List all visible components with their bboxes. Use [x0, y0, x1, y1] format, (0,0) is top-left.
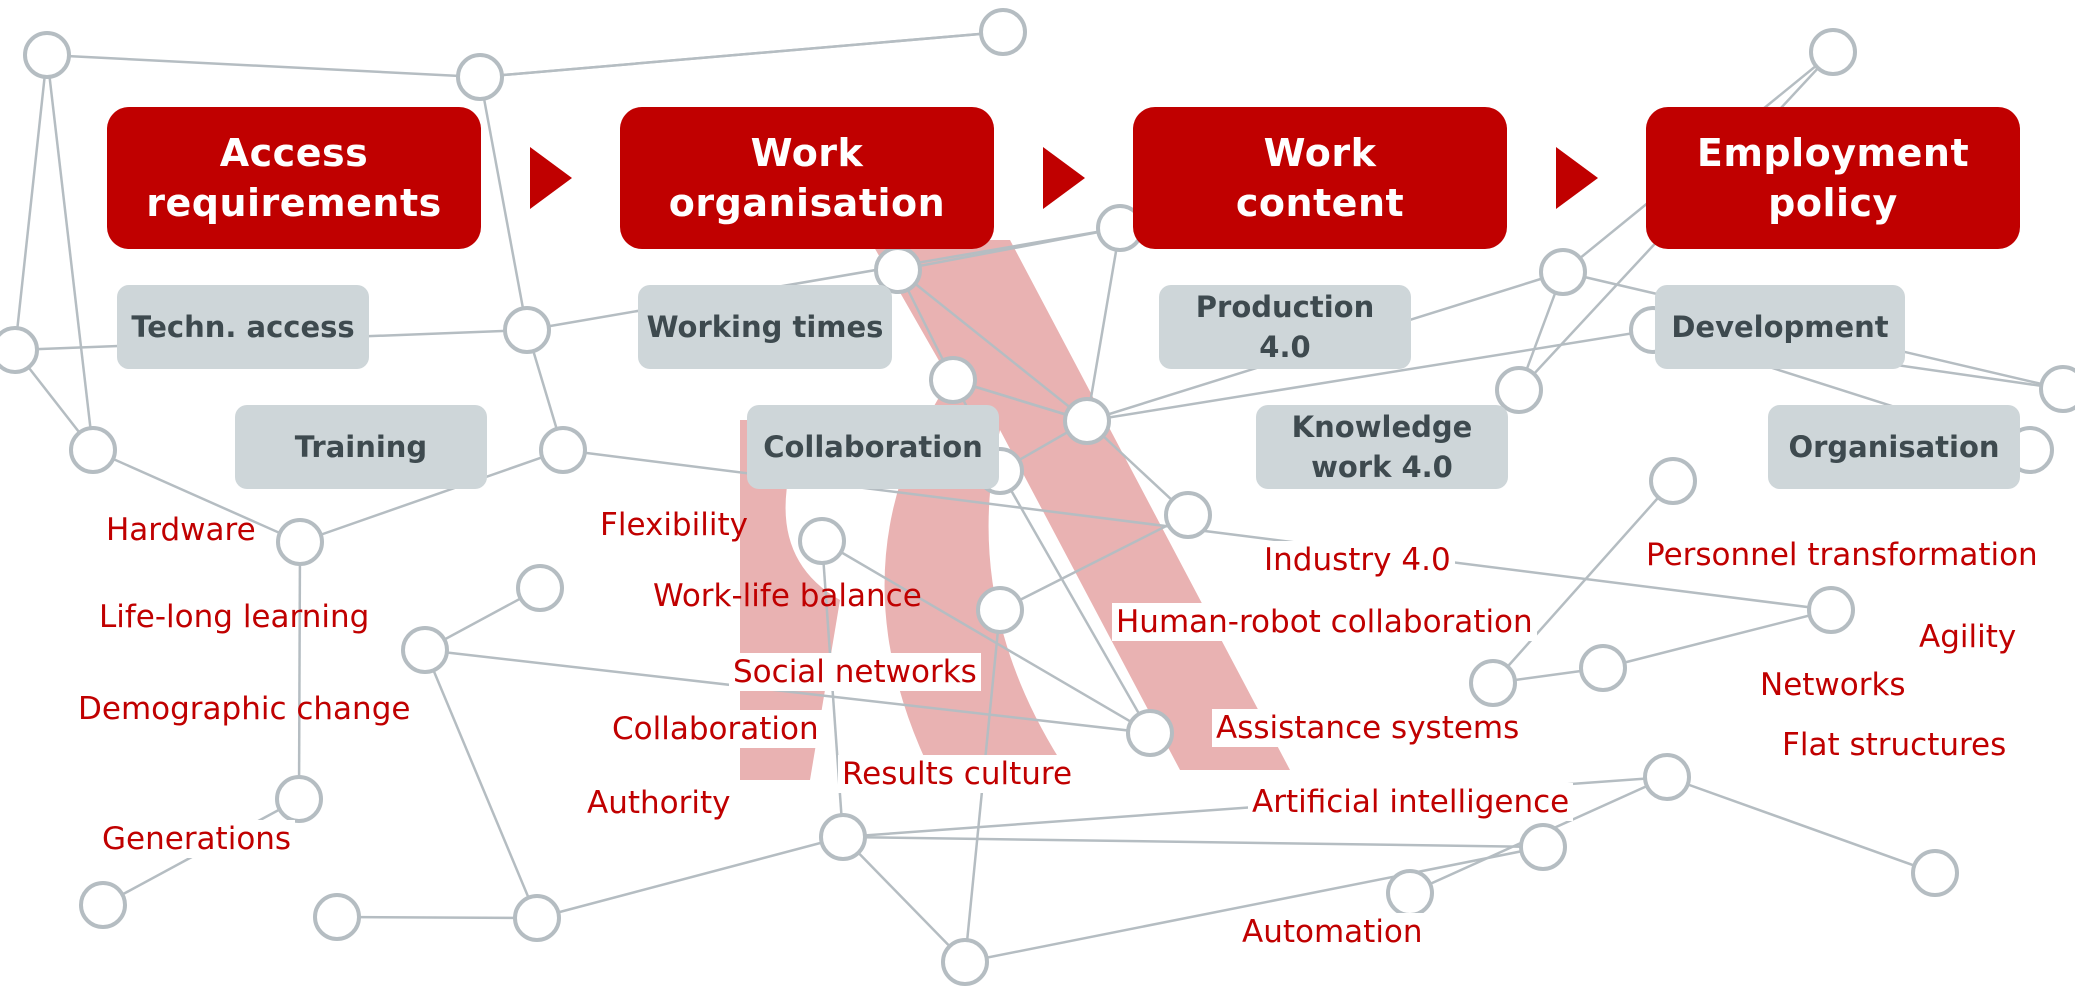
- keyword-social-networks: Social networks: [729, 653, 981, 691]
- network-node: [1539, 248, 1587, 296]
- keyword-industry-4-0: Industry 4.0: [1260, 541, 1455, 579]
- header-work-content: Work content: [1133, 107, 1507, 249]
- network-node: [275, 775, 323, 823]
- topic-organisation: Organisation: [1768, 405, 2020, 489]
- network-edge: [964, 845, 1544, 964]
- network-node: [539, 426, 587, 474]
- network-edge: [423, 649, 539, 919]
- network-edge: [1086, 328, 1654, 423]
- network-edge: [46, 53, 481, 79]
- network-edge: [897, 269, 1088, 422]
- network-node: [1063, 397, 1111, 445]
- network-node: [513, 894, 561, 942]
- network-node: [976, 586, 1024, 634]
- network-edge: [536, 835, 844, 920]
- network-edge: [842, 835, 1544, 849]
- network-node: [929, 356, 977, 404]
- topic-knowledge-work-4-0: Knowledge work 4.0: [1256, 405, 1508, 489]
- network-node: [23, 31, 71, 79]
- network-edge: [45, 54, 95, 451]
- keyword-authority: Authority: [583, 784, 735, 822]
- network-node: [1807, 586, 1855, 634]
- network-edge: [424, 648, 1151, 735]
- network-node: [69, 426, 117, 474]
- keyword-networks: Networks: [1760, 667, 1906, 703]
- network-node: [1911, 849, 1959, 897]
- network-edge: [526, 226, 1121, 332]
- header-employment-policy: Employment policy: [1646, 107, 2020, 249]
- keyword-results-culture: Results culture: [838, 755, 1077, 793]
- keyword-collaboration: Collaboration: [608, 710, 823, 748]
- network-node: [1495, 366, 1543, 414]
- network-node: [941, 938, 989, 986]
- network-edge: [297, 541, 302, 800]
- network-edge: [479, 30, 1004, 79]
- network-edge: [92, 448, 301, 544]
- network-edge: [13, 54, 49, 351]
- keyword-automation: Automation: [1238, 913, 1427, 951]
- network-node: [516, 564, 564, 612]
- network-node: [1519, 823, 1567, 871]
- topic-development: Development: [1655, 285, 1905, 369]
- network-edge: [1602, 608, 1832, 670]
- keyword-human-robot-collaboration: Human-robot collaboration: [1112, 603, 1537, 641]
- network-edge: [478, 76, 529, 331]
- network-edge: [999, 513, 1189, 612]
- network-edge: [998, 470, 1152, 734]
- network-edge: [336, 915, 538, 920]
- arrow-right-icon: [530, 147, 572, 209]
- network-node: [401, 626, 449, 674]
- arrow-right-icon: [1556, 147, 1598, 209]
- network-node: [1126, 709, 1174, 757]
- keyword-assistance-systems: Assistance systems: [1212, 709, 1524, 747]
- topic-collaboration: Collaboration: [747, 405, 999, 489]
- keyword-work-life-balance: Work-life balance: [653, 578, 922, 614]
- network-node: [276, 518, 324, 566]
- network-node: [979, 8, 1027, 56]
- network-node: [1469, 659, 1517, 707]
- network-node: [1649, 457, 1697, 505]
- network-edge: [299, 448, 564, 544]
- keyword-personnel-transformation: Personnel transformation: [1642, 536, 2042, 574]
- keyword-artificial-intelligence: Artificial intelligence: [1248, 783, 1574, 821]
- network-edge: [1666, 775, 1936, 875]
- header-access-requirements: Access requirements: [107, 107, 481, 249]
- network-node: [1386, 869, 1434, 917]
- network-node: [503, 306, 551, 354]
- topic-working-times: Working times: [638, 285, 892, 369]
- network-node: [0, 326, 39, 374]
- topic-production-4-0: Production 4.0: [1159, 285, 1411, 369]
- network-node: [1164, 491, 1212, 539]
- keyword-life-long-learning: Life-long learning: [99, 599, 370, 635]
- keyword-agility: Agility: [1919, 619, 2017, 655]
- network-node: [456, 53, 504, 101]
- arrow-right-icon: [1043, 147, 1085, 209]
- header-work-organisation: Work organisation: [620, 107, 994, 249]
- network-node: [79, 881, 127, 929]
- keyword-demographic-change: Demographic change: [78, 691, 411, 727]
- keyword-flat-structures: Flat structures: [1782, 727, 2007, 763]
- network-edge: [897, 226, 1121, 272]
- network-edge: [821, 539, 1151, 735]
- network-node: [313, 893, 361, 941]
- network-node: [1809, 28, 1857, 76]
- network-edge: [1492, 480, 1674, 684]
- keyword-generations: Generations: [98, 820, 296, 858]
- topic-techn-access: Techn. access: [117, 285, 369, 369]
- network-node: [819, 813, 867, 861]
- keyword-flexibility: Flexibility: [600, 507, 748, 543]
- network-node: [798, 517, 846, 565]
- network-node: [1579, 644, 1627, 692]
- network-node: [2039, 365, 2075, 413]
- network-node: [1643, 753, 1691, 801]
- network-edge: [1085, 227, 1122, 422]
- topic-training: Training: [235, 405, 487, 489]
- keyword-hardware: Hardware: [106, 512, 256, 548]
- network-edge: [842, 836, 966, 963]
